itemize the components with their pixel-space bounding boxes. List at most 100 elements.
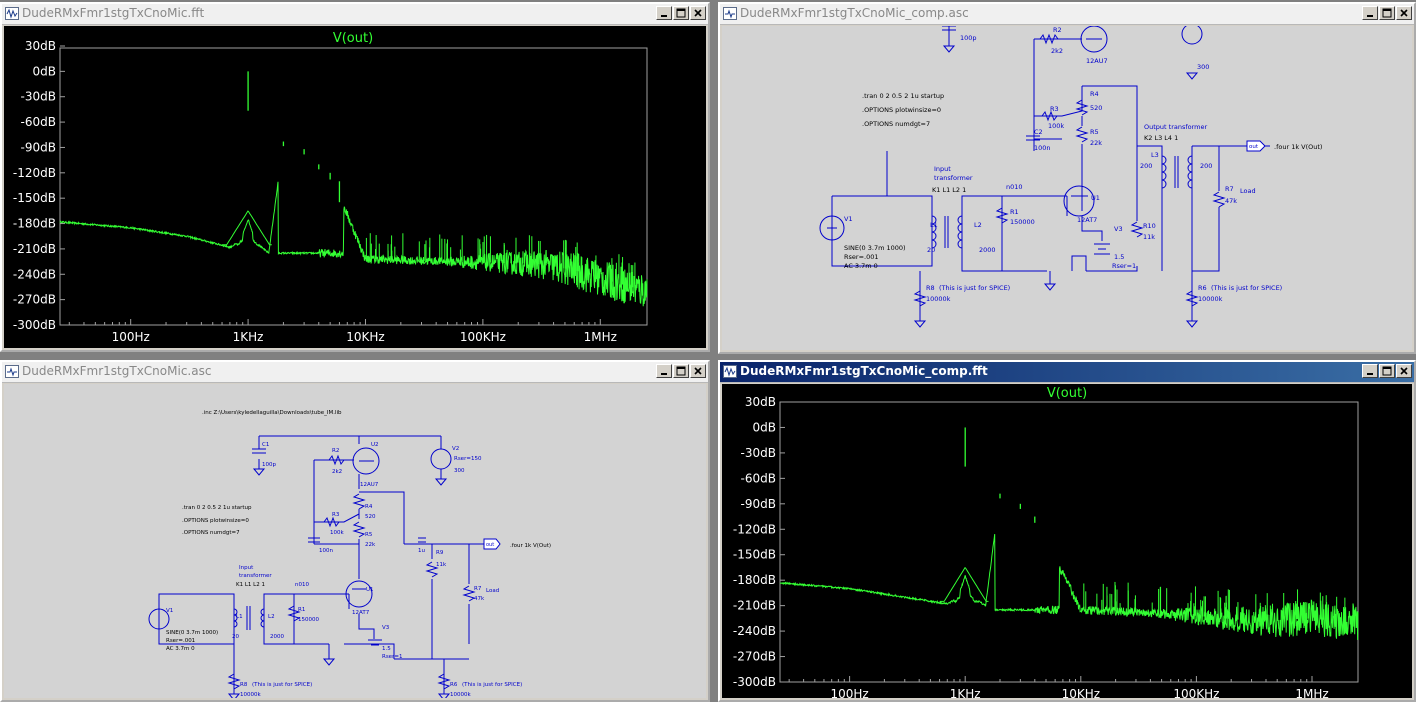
y-tick-label: -300dB [733, 675, 776, 689]
maximize-button[interactable] [1379, 6, 1395, 20]
label-c2-val: 100n [319, 548, 333, 554]
schematic-window-comp[interactable]: DudeRMxFmr1stgTxCnoMic_comp.asc [718, 2, 1416, 354]
label-n010: n010 [1006, 183, 1023, 191]
schematic-icon [723, 7, 737, 20]
maximize-button[interactable] [673, 6, 689, 20]
resistor-r2 [1039, 33, 1059, 45]
directive-inc: .inc Z:\Users\kyledellaguilla\Downloads\… [202, 410, 342, 416]
tube-12au7 [352, 447, 380, 475]
close-button[interactable] [690, 6, 706, 20]
close-button[interactable] [690, 364, 706, 378]
waveform-icon [5, 7, 19, 20]
trace-label: V(out) [1047, 386, 1087, 401]
inductor-l2 [957, 215, 963, 249]
schematic-window-orig[interactable]: DudeRMxFmr1stgTxCnoMic.asc .inc Z:\Users… [0, 360, 710, 702]
y-tick-label: -270dB [13, 293, 56, 307]
fundamental-skirt [939, 567, 989, 602]
label-transformer: transformer [239, 573, 272, 579]
label-load: Load [1240, 187, 1256, 195]
label-k1: K1 L1 L2 1 [236, 582, 265, 588]
maximize-button[interactable] [673, 364, 689, 378]
trace-series [779, 427, 1359, 641]
trace-line [59, 181, 648, 307]
label-input: Input [934, 165, 951, 173]
close-button[interactable] [1396, 6, 1412, 20]
label-ac: AC 3.7m 0 [844, 262, 878, 270]
label-v3-rser: Rser=1 [382, 654, 402, 660]
y-tick-label: 0dB [753, 420, 776, 434]
label-u1: U1 [1091, 194, 1100, 202]
minimize-button[interactable] [1362, 364, 1378, 378]
resistor-r5 [1075, 126, 1089, 143]
resistor-r8 [913, 290, 927, 307]
minimize-button[interactable] [1362, 6, 1378, 20]
source-v2 [1181, 26, 1203, 45]
x-tick-label: 1MHz [584, 330, 617, 344]
label-v2: V2 [452, 446, 459, 452]
y-tick-label: -210dB [733, 599, 776, 613]
fft-window-comp[interactable]: DudeRMxFmr1stgTxCnoMic_comp.fft V(out) 3… [718, 360, 1416, 702]
x-tick-label: 100KHz [1173, 687, 1219, 698]
trace-label: V(out) [333, 31, 373, 46]
schematic-drawing[interactable]: 100p R2 2k2 12AU7 300 .tran 0 2 0.5 2 1u… [722, 26, 1412, 350]
schematic-canvas[interactable]: .inc Z:\Users\kyledellaguilla\Downloads\… [4, 384, 706, 698]
inductor-l1 [931, 215, 937, 249]
inductor-l2 [260, 608, 265, 628]
label-c2-val: 100n [1034, 144, 1051, 152]
resistor-r6 [437, 673, 451, 690]
label-ac: AC 3.7m 0 [166, 646, 195, 652]
resistor-r9 [425, 561, 439, 578]
label-r8-note: (This is just for SPICE) [252, 682, 312, 688]
components [819, 26, 1270, 307]
tube-12at7 [1063, 185, 1095, 217]
resistor-r8 [227, 673, 241, 690]
label-l2-val: 2000 [270, 634, 284, 640]
minimize-button[interactable] [656, 6, 672, 20]
label-right-top: 300 [1197, 63, 1209, 71]
title-bar[interactable]: DudeRMxFmr1stgTxCnoMic.asc [2, 362, 708, 383]
label-r5-val: 22k [1090, 139, 1102, 147]
components [148, 447, 501, 690]
schematic-drawing[interactable]: .inc Z:\Users\kyledellaguilla\Downloads\… [4, 384, 706, 698]
x-tick-label: 1MHz [1295, 687, 1328, 698]
resistor-r1 [287, 605, 301, 622]
label-r3: R3 [332, 512, 340, 518]
label-v3-val: 1.5 [382, 646, 391, 652]
fft-chart[interactable]: V(out) 30dB0dB-30dB-60dB-90dB-120dB-150d… [722, 384, 1412, 698]
label-rser: Rser=.001 [844, 253, 879, 261]
label-r2-val: 2k2 [332, 469, 342, 475]
title-bar[interactable]: DudeRMxFmr1stgTxCnoMic_comp.asc [720, 4, 1414, 25]
label-r4: R4 [1090, 90, 1099, 98]
label-r2: R2 [1053, 26, 1062, 34]
window-title: DudeRMxFmr1stgTxCnoMic_comp.asc [740, 6, 969, 20]
fft-chart[interactable]: V(out) 30dB0dB-30dB-60dB-90dB-120dB-150d… [4, 26, 706, 348]
close-button[interactable] [1396, 364, 1412, 378]
label-r1: R1 [1010, 208, 1019, 216]
y-tick-label: -210dB [13, 242, 56, 256]
plot-frame [779, 401, 1359, 683]
schematic-canvas[interactable]: 100p R2 2k2 12AU7 300 .tran 0 2 0.5 2 1u… [722, 26, 1412, 350]
y-tick-label: -300dB [13, 318, 56, 332]
resistor-r1 [995, 207, 1009, 224]
label-v1: V1 [844, 215, 853, 223]
label-transformer: transformer [934, 174, 973, 182]
label-v3: V3 [1114, 225, 1123, 233]
label-r7-val: 47k [1225, 197, 1237, 205]
title-bar[interactable]: DudeRMxFmr1stgTxCnoMic_comp.fft [720, 362, 1414, 383]
label-l1: L1 [930, 221, 938, 229]
label-v1: V1 [166, 608, 173, 614]
label-u1-model: 12AT7 [352, 610, 370, 616]
y-tick-label: -90dB [21, 140, 56, 154]
label-out: out [1249, 144, 1259, 150]
minimize-button[interactable] [656, 364, 672, 378]
maximize-button[interactable] [1379, 364, 1395, 378]
label-k2: K2 L3 L4 1 [1144, 134, 1178, 142]
title-bar[interactable]: DudeRMxFmr1stgTxCnoMic.fft [2, 4, 708, 25]
directive-four: .four 1k V(Out) [510, 543, 551, 549]
label-n010: n010 [295, 582, 309, 588]
x-tick-label: 10KHz [346, 330, 384, 344]
label-r5-val: 22k [365, 542, 376, 548]
